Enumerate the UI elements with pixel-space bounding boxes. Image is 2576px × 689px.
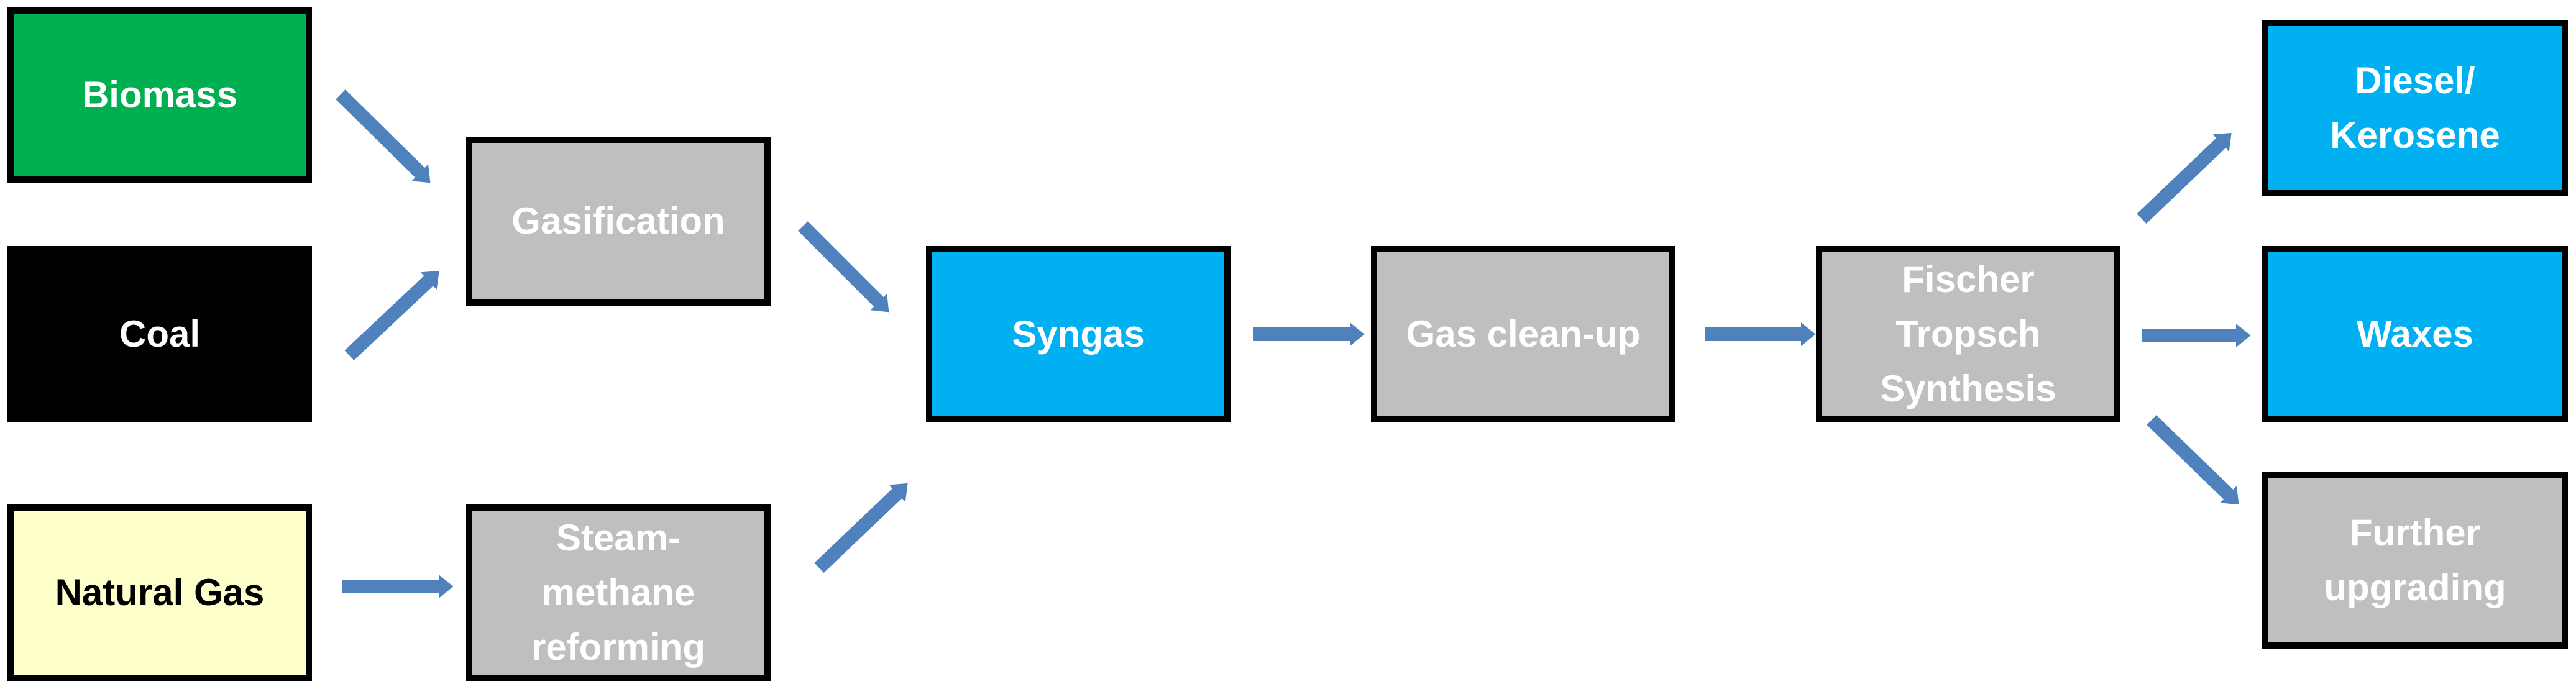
node-further-upgrading-label: Further upgrading [2324,512,2506,608]
node-waxes-label: Waxes [2357,313,2473,355]
arrow-steam-methane-to-syngas [814,491,900,573]
node-gasification-label: Gasification [511,200,725,242]
node-fischer-tropsch-label: Fischer Tropsch Synthesis [1880,258,2056,409]
arrow-biomass-to-gasification [336,89,423,175]
node-natural-gas: Natural Gas [7,504,312,681]
node-fischer-tropsch: Fischer Tropsch Synthesis [1816,246,2120,422]
node-natural-gas-label: Natural Gas [55,572,265,613]
node-gas-cleanup-label: Gas clean-up [1406,313,1641,355]
node-diesel-kerosene-label: Diesel/ Kerosene [2330,60,2500,156]
arrow-coal-to-gasification [344,278,431,361]
arrow-fischer-tropsch-to-upgrading [2147,415,2231,497]
arrow-fischer-tropsch-to-diesel [2137,140,2224,224]
node-waxes: Waxes [2262,246,2568,422]
node-syngas: Syngas [926,246,1231,422]
node-syngas-label: Syngas [1012,313,1145,355]
node-coal-label: Coal [119,313,201,355]
node-further-upgrading: Further upgrading [2262,472,2568,649]
arrow-gasification-to-syngas [798,221,881,304]
node-coal: Coal [7,246,312,422]
node-gas-cleanup: Gas clean-up [1371,246,1675,422]
node-biomass: Biomass [7,7,312,183]
node-steam-methane-reforming: Steam- methane reforming [466,504,771,681]
node-steam-methane-reforming-label: Steam- methane reforming [531,517,706,668]
node-gasification: Gasification [466,137,771,306]
node-diesel-kerosene: Diesel/ Kerosene [2262,20,2568,196]
node-biomass-label: Biomass [81,74,238,116]
